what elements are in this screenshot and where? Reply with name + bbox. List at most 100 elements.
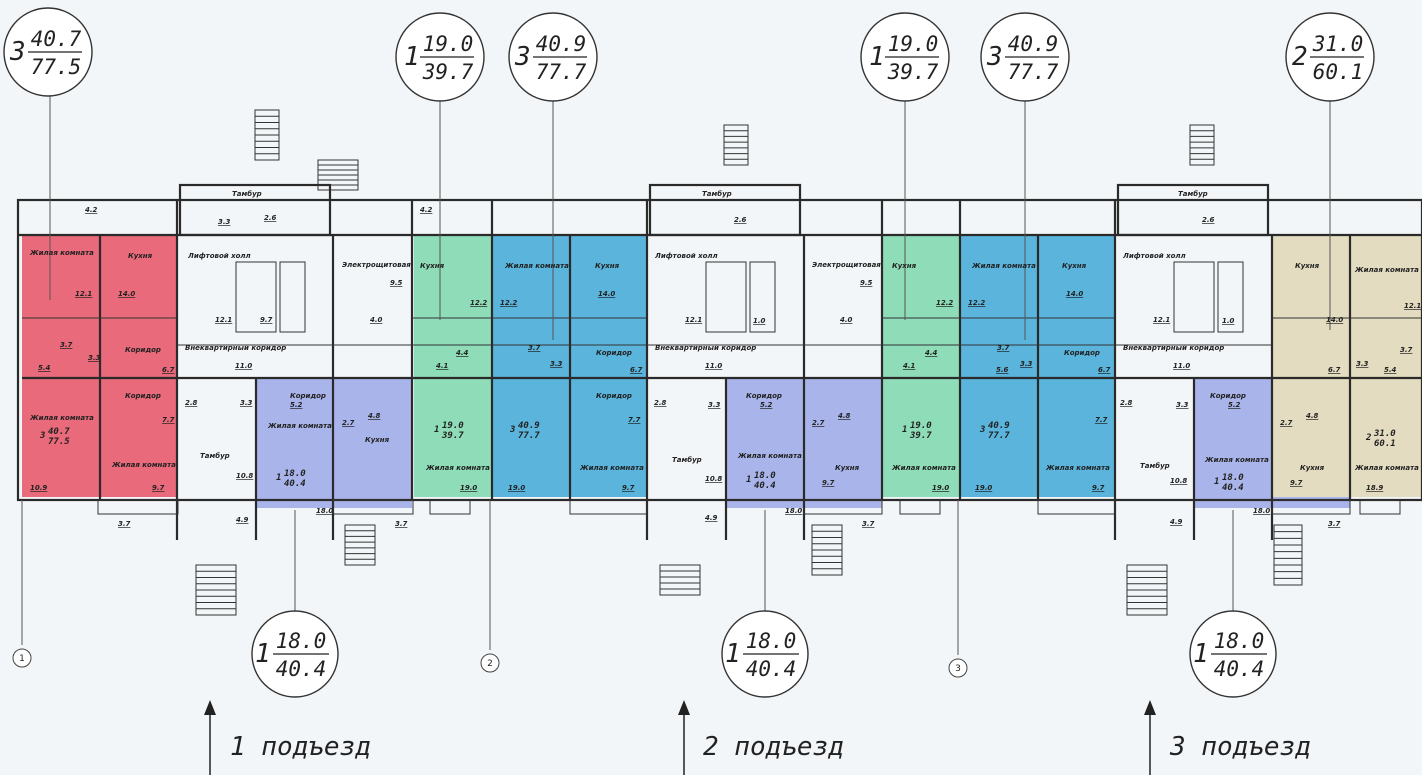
stair-top-1b: [317, 159, 359, 191]
axis-marker-1: [12, 648, 32, 668]
apt-green-2: [882, 235, 960, 497]
svg-text:4.1: 4.1: [436, 362, 449, 370]
bubble-living: 31.0: [1312, 32, 1364, 56]
axis-marker-3: [948, 658, 968, 678]
bubble-living: 18.0: [1214, 629, 1265, 653]
svg-text:3.3: 3.3: [88, 354, 101, 362]
entrance-label: 1 подъезд: [230, 732, 371, 762]
svg-text:Кухня: Кухня: [595, 262, 620, 270]
svg-text:5.2: 5.2: [1228, 401, 1241, 409]
bubble-bottom-3: 1 18.0 40.4: [1189, 610, 1277, 698]
svg-text:40.4: 40.4: [754, 481, 776, 491]
svg-text:3: 3: [39, 431, 45, 441]
bubble-bottom-2: 1 18.0 40.4: [721, 610, 809, 698]
svg-text:Жилая комната: Жилая комната: [971, 262, 1036, 270]
bubble-rooms: 1: [1193, 639, 1209, 669]
svg-text:11.0: 11.0: [235, 362, 252, 370]
svg-text:1: 1: [434, 425, 439, 435]
bubble-top-3: 3 40.9 77.7: [508, 12, 598, 102]
svg-text:5.4: 5.4: [1384, 366, 1397, 374]
svg-text:12.1: 12.1: [215, 316, 232, 324]
svg-text:40.9: 40.9: [518, 421, 540, 431]
svg-text:Электрощитовая: Электрощитовая: [812, 261, 881, 269]
svg-text:3.7: 3.7: [862, 520, 875, 528]
svg-text:3.7: 3.7: [528, 344, 541, 352]
svg-text:Жилая комната: Жилая комната: [111, 461, 176, 469]
bubble-rooms: 3: [514, 42, 531, 72]
bubble-total: 40.4: [276, 657, 327, 681]
svg-text:2: 2: [1365, 433, 1371, 443]
stair-bottom-3b: [1273, 524, 1303, 586]
stairs: [195, 109, 1303, 616]
svg-text:5.2: 5.2: [290, 401, 303, 409]
svg-text:3: 3: [979, 425, 985, 435]
svg-text:2.6: 2.6: [1202, 216, 1215, 224]
svg-text:6.7: 6.7: [630, 366, 643, 374]
stair-top-3: [1189, 124, 1215, 166]
svg-text:12.1: 12.1: [75, 290, 92, 298]
bubble-total: 40.4: [746, 657, 797, 681]
svg-text:4.4: 4.4: [456, 349, 469, 357]
room-labels: Жилая комната Кухня Коридор Коридор Жила…: [29, 190, 1419, 493]
svg-text:19.0: 19.0: [910, 421, 932, 431]
svg-text:Жилая комната: Жилая комната: [1354, 266, 1419, 274]
svg-text:Жилая комната: Жилая комната: [29, 414, 94, 422]
svg-text:9.7: 9.7: [822, 479, 835, 487]
svg-text:10.8: 10.8: [1170, 477, 1187, 485]
svg-text:40.4: 40.4: [1222, 483, 1244, 493]
bubble-total: 39.7: [422, 60, 474, 84]
svg-text:3.3: 3.3: [1020, 360, 1033, 368]
svg-text:2.8: 2.8: [654, 399, 667, 407]
svg-text:4.4: 4.4: [925, 349, 938, 357]
svg-text:Лифтовой холл: Лифтовой холл: [1122, 252, 1186, 260]
svg-text:10.8: 10.8: [705, 475, 722, 483]
walls: [16, 183, 1422, 540]
svg-text:14.0: 14.0: [598, 290, 615, 298]
svg-text:77.7: 77.7: [518, 431, 540, 441]
svg-text:18.9: 18.9: [1366, 484, 1383, 492]
svg-text:3.7: 3.7: [1400, 346, 1413, 354]
svg-text:Коридор: Коридор: [125, 392, 161, 400]
svg-text:Жилая комната: Жилая комната: [1204, 456, 1269, 464]
entrance-label: 3 подъезд: [1169, 732, 1311, 762]
grid-axes: 1 2 3: [12, 500, 968, 678]
svg-text:3.3: 3.3: [1176, 401, 1189, 409]
bubble-rooms: 1: [869, 42, 885, 72]
svg-text:3.7: 3.7: [118, 520, 131, 528]
svg-text:3.7: 3.7: [997, 344, 1010, 352]
entrance-1: 1 подъезд: [204, 700, 371, 775]
svg-text:3.3: 3.3: [218, 218, 231, 226]
svg-text:Жилая комната: Жилая комната: [1045, 464, 1110, 472]
svg-text:14.0: 14.0: [118, 290, 135, 298]
svg-text:19.0: 19.0: [932, 484, 949, 492]
stair-bottom-2: [659, 564, 701, 596]
svg-text:6.7: 6.7: [1098, 366, 1111, 374]
svg-text:18.0: 18.0: [754, 471, 776, 481]
svg-text:39.7: 39.7: [909, 431, 932, 441]
axis-label-3: 3: [955, 664, 961, 674]
top-bubbles: 3 40.7 77.5 1 19.0 39.7 3 40.9 77.7 1 19…: [3, 7, 1375, 340]
bubble-total: 77.5: [31, 55, 82, 79]
svg-text:5.2: 5.2: [760, 401, 773, 409]
stair-bottom-2b: [811, 524, 843, 576]
svg-text:Кухня: Кухня: [1062, 262, 1087, 270]
svg-text:18.0: 18.0: [785, 507, 802, 515]
bottom-bubbles: 1 18.0 40.4 1 18.0 40.4 1 18.0 40.4: [251, 510, 1277, 698]
bubble-living: 19.0: [888, 32, 939, 56]
svg-text:2.6: 2.6: [264, 214, 277, 222]
svg-text:31.0: 31.0: [1373, 429, 1396, 439]
svg-text:2.7: 2.7: [342, 419, 355, 427]
svg-text:Тамбур: Тамбур: [200, 452, 230, 460]
svg-text:Внеквартирный коридор: Внеквартирный коридор: [655, 344, 756, 352]
svg-text:Кухня: Кухня: [128, 252, 153, 260]
svg-text:1: 1: [746, 475, 751, 485]
svg-text:4.9: 4.9: [705, 514, 718, 522]
svg-text:11.0: 11.0: [1173, 362, 1190, 370]
bubble-top-1: 3 40.7 77.5: [3, 7, 93, 97]
svg-text:Коридор: Коридор: [1210, 392, 1246, 400]
axis-label-1: 1: [19, 654, 25, 664]
bubble-total: 40.4: [1214, 657, 1265, 681]
svg-text:4.8: 4.8: [1306, 412, 1319, 420]
svg-text:40.4: 40.4: [284, 479, 306, 489]
